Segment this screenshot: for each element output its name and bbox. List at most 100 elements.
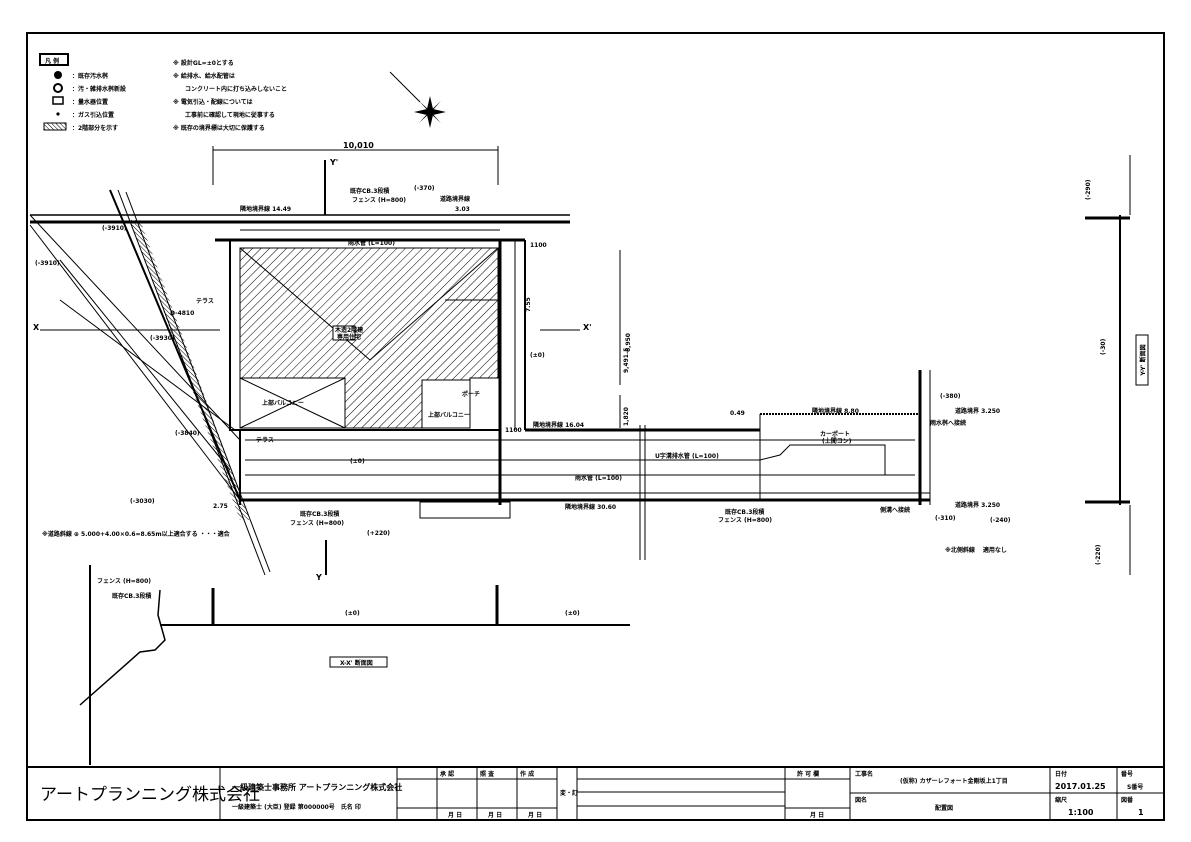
boundary-label: 隣地境界線 8.80 [812,407,859,415]
scale-value: 1:100 [1068,808,1094,817]
revision-label: 変・訂 [559,789,578,797]
level-mark: (-3910) [35,260,60,267]
legend-label: ：既存汚水桝 [72,72,108,80]
terrace-label: テラス [196,298,214,305]
level-mark: (+220) [367,530,390,537]
level-mark: (±0) [565,610,580,617]
carport-label: カーポート [820,430,850,438]
drain-label: 雨水管 (L=100) [348,239,395,247]
permit-date: 月 日 [809,811,824,819]
cb-label: 既存CB.3段積 [112,592,152,600]
level-mark: (-3930) [150,335,175,342]
legend-label: ：ガス引込位置 [72,111,114,119]
dimension-label: 2.75 [213,503,228,510]
dimension-label: 1,820 [623,407,630,426]
boundary-label: 隣地境界線 30.60 [565,503,616,511]
north-arrow-icon [389,71,446,128]
house-label: 木造2階建 [334,326,364,334]
company-name: アートプランニング株式会社 [40,785,260,805]
level-mark: (-3030) [130,498,155,505]
legend-label: ：量水器位置 [72,98,108,106]
drawing-name: 配置図 [935,804,953,812]
approval-label: 照 査 [480,770,494,778]
level-mark: (-3910) [102,225,127,232]
drain-label: 雨水管 (L=100) [575,474,622,482]
level-mark: (-380) [940,393,961,400]
dimension-label: 10,010 [343,141,374,150]
dimension-label: 道路境界 3.250 [955,501,1000,509]
level-mark: (-3840) [175,430,200,437]
registration: 一級建築士 (大臣) 登録 第000000号 氏名 印 [232,803,361,811]
house-sub-label: 専用住宅 [337,333,361,341]
boundary-label: 隣地境界線 14.49 [240,205,291,213]
section-yy-label: Y-Y' 断面図 [1139,344,1147,376]
section-mark: Y [315,573,322,582]
cb-label: 既存CB.3段積 [300,510,340,518]
dimension-label: 0.49 [730,410,745,417]
section-xx-label: X-X' 断面図 [340,659,373,667]
dimension-label: 1100 [505,427,522,434]
rain-label: 雨水桝へ接続 [930,419,966,427]
level-mark: (-290) [1085,179,1092,200]
legend: 凡 例 ：既存汚水桝 ：汚・雑排水桝新設 ：量水器位置 ：ガス引込位置 ：2階部… [39,53,287,132]
legend-note: ※ 既存の境界標は大切に保護する [173,124,265,132]
house-footprint: 木造2階建 専用住宅 上部バルコニー 上部バルコニー ポーチ テラス テラス [196,239,501,444]
legend-note: ※ 電気引込・配線については [173,98,253,106]
fence-label: フェンス (H=800) [290,520,344,527]
section-mark: Y' [329,158,338,167]
level-mark: D-4810 [170,310,194,317]
balcony-label: 上部バルコニー [428,411,470,419]
level-mark: (±0) [345,610,360,617]
dimension-label: 7.55 [525,297,532,312]
gutter-label: U字溝排水管 (L=100) [655,452,719,460]
sheet-value: 1 [1138,808,1144,817]
date-value: 2017.01.25 [1055,782,1106,791]
cb-label: 既存CB.3段積 [350,187,390,195]
drawing-label: 図名 [855,796,867,804]
project-label: 工事名 [855,770,873,778]
existing-manhole-icon [54,71,62,79]
legend-note: ※ 設計GL=±0とする [173,59,234,67]
office-name: 一級建築士事務所 アートプランニング株式会社 [232,782,402,792]
number-value: S番号 [1127,783,1143,791]
date-label: 日付 [1055,770,1067,778]
date-mark: 月 日 [487,811,502,819]
level-mark: (-370) [414,185,435,192]
section-mark: X [33,323,40,332]
cb-label: 既存CB.3段積 [725,508,765,516]
carport-sub-label: (土間コン) [822,437,852,445]
right-section: Y-Y' 断面図 [1085,155,1149,575]
top-dimension: 10,010 [212,141,499,185]
note-label: ※道路斜線 ⊕ 5.000+4.00×0.6=8.65m以上適合する ・・・適合 [42,530,231,538]
dimension-label: 1100 [530,242,547,249]
drain-manhole-icon [53,83,63,93]
date-mark: 月 日 [447,811,462,819]
approval-label: 作 成 [520,770,534,778]
boundary-label: 隣地境界線 16.04 [533,421,584,429]
boundary-label: 道路境界線 [440,195,470,203]
dimension-label: 道路境界 3.250 [955,407,1000,415]
fence-label: フェンス (H=800) [97,578,151,585]
legend-title: 凡 例 [44,57,59,65]
number-label: 番号 [1120,770,1133,778]
hatch-2f-icon [43,122,67,131]
note-label: ※北側斜線 適用なし [945,546,1007,554]
water-meter-icon [52,96,64,105]
sheet-label: 図番 [1121,796,1134,804]
level-mark: (-30) [1100,338,1107,355]
level-mark: (-220) [1095,544,1102,565]
level-mark: (±0) [350,458,365,465]
fence-label: フェンス (H=800) [352,197,406,204]
dimension-label: 9,491.5 [623,348,630,373]
legend-label: ：汚・雑排水桝新設 [72,85,127,93]
fence-label: フェンス (H=800) [718,517,772,524]
section-mark: X' [583,323,592,332]
scale-label: 縮尺 [1055,796,1067,804]
plan-labels: 隣地境界線 14.49 3.03 フェンス (H=800) 既存CB.3段積 道… [33,158,1107,617]
legend-note: コンクリート内に打ち込みしないこと [185,85,287,93]
title-block: アートプランニング株式会社 一級建築士事務所 アートプランニング株式会社 一級建… [27,766,1164,820]
permit-label: 許 可 欄 [797,770,819,778]
level-mark: (-310) [935,515,956,522]
project-name: (仮称) カザーレフォート金剛坂上1丁目 [900,777,1008,785]
